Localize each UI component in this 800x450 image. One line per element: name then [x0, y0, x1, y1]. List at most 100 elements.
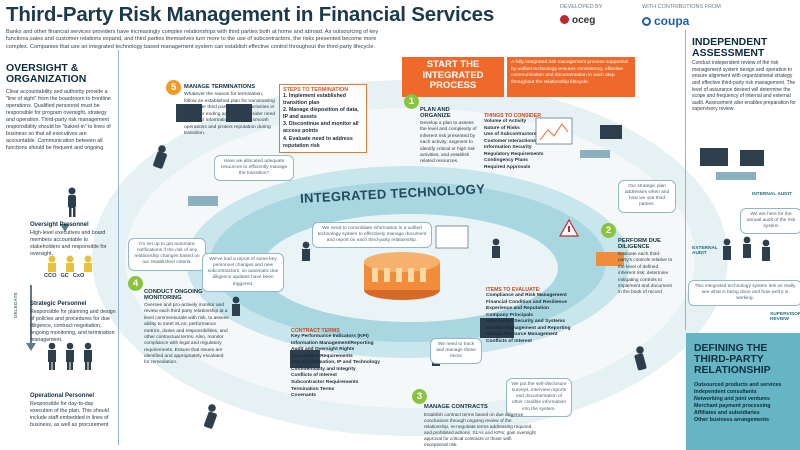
oversight-heading-line1: OVERSIGHT & — [6, 62, 79, 74]
badge-cxo: CxO — [72, 273, 85, 279]
page-title: Third-Party Risk Management in Financial… — [6, 3, 495, 26]
oversight-personnel-title: Oversight Personnel — [30, 222, 89, 228]
speech-bubble-strategic-plan: Our strategic plan addresses when and ho… — [618, 180, 676, 213]
step-1-body: Develop a plan to assess the level and c… — [420, 121, 477, 165]
step-4-body: Oversee and pro-actively monitor and rev… — [144, 303, 229, 366]
coupa-logo: coupa — [642, 14, 689, 28]
termination-steps-box: STEPS TO TERMINATION 1. Implement establ… — [279, 84, 367, 153]
oversight-body: Clear accountability and authority provi… — [6, 89, 111, 152]
step-2-title: PERFORM DUE DILIGENCE — [618, 238, 661, 251]
step-2-number: 2 — [601, 223, 616, 238]
step-4-number: 4 — [128, 276, 143, 291]
evaluate-item: Incident Management and Reporting — [486, 325, 571, 331]
contract-term: Use of Information, IP and Technology — [291, 360, 380, 366]
evaluate-item: Financial Condition and Resilience — [486, 299, 567, 305]
oversight-heading-line2: ORGANIZATION — [6, 73, 87, 86]
strategic-personnel-title: Strategic Personnel — [30, 301, 87, 307]
coupa-logo-text: coupa — [654, 14, 690, 28]
contract-term: Audit and Oversight Rights — [291, 347, 355, 353]
termination-step: 3. Discontinue and monitor all access po… — [283, 121, 359, 135]
step-2-body: Evaluate each third-party's controls rel… — [618, 252, 673, 296]
contract-term: Compliance Requirements — [291, 353, 353, 359]
defining-relationship-heading: DEFINING THE THIRD-PARTY RELATIONSHIP — [686, 333, 800, 377]
step-5-body: Whatever the reason for termination, fol… — [184, 92, 276, 137]
operational-personnel-body: Responsible for day-to-day execution of … — [30, 401, 109, 429]
consider-item: Volume of Activity — [484, 119, 527, 124]
termination-step: 2. Manage disposition of data, IP and as… — [283, 107, 359, 121]
independent-assessment-heading: INDEPENDENT ASSESSMENT — [692, 36, 768, 59]
defining-heading-line2: THIRD-PARTY — [694, 353, 764, 365]
speech-bubble-consolidate: We need to consolidate information in a … — [312, 222, 432, 249]
coupa-logo-icon — [642, 17, 651, 26]
developed-by-label: DEVELOPED BY — [560, 4, 603, 10]
contract-term: Conflicts of Interest — [291, 373, 337, 379]
step-4-title: CONDUCT ONGOING MONITORING — [144, 289, 203, 302]
contract-term: Termination Terms — [291, 386, 335, 392]
oceg-logo-icon — [560, 15, 569, 24]
speech-bubble-transition: Have we allocated adequate resources to … — [214, 155, 294, 182]
supervisory-review-label: SUPERVISORY REVIEW — [770, 312, 800, 322]
relationship-type: Outsourced products and services — [694, 381, 782, 388]
evaluate-title: ITEMS TO EVALUATE: — [486, 287, 541, 293]
oversight-personnel-body: High-level executives and board members … — [30, 230, 107, 258]
contract-terms-title: CONTRACT TERMS — [291, 328, 340, 334]
step-3-body: Establish contract terms based on due di… — [424, 412, 536, 447]
evaluate-item: Human Resource Management — [486, 332, 558, 338]
termination-step: 4. Evaluate need to address reputation r… — [283, 135, 353, 149]
contract-terms-box: CONTRACT TERMS Key Performance Indicator… — [291, 328, 401, 400]
consider-item: Required Approvals — [484, 164, 531, 170]
consider-item: Information Security — [484, 145, 532, 151]
speech-bubble-notifications: I'm set up to get automatic notification… — [128, 238, 206, 271]
consider-item: Regulatory Requirements — [484, 151, 544, 157]
step-5-number: 5 — [166, 80, 181, 95]
oceg-logo: oceg — [560, 15, 595, 26]
independent-assessment-line1: INDEPENDENT — [692, 36, 768, 48]
operational-personnel-title: Operational Personnel — [30, 393, 95, 399]
termination-step: 1. Implement established transition plan — [283, 93, 346, 107]
relationship-types-list: Outsourced products and services Indepen… — [686, 382, 800, 425]
termination-steps-list: 1. Implement established transition plan… — [283, 93, 363, 150]
relationship-type: Merchant payment processing — [694, 403, 771, 410]
step-1-number: 1 — [404, 94, 419, 109]
relationship-type: Affiliates and subsidiaries — [694, 410, 760, 417]
contract-term: Subcontractor Requirements — [291, 379, 359, 385]
exec-badges: CCO GC CxO — [44, 273, 84, 280]
defining-heading-line1: DEFINING THE — [694, 343, 768, 354]
external-audit-label: EXTERNAL AUDIT — [692, 246, 718, 256]
contract-term: Information Management/Reporting — [291, 340, 374, 346]
evaluate-item: Experience and Reputation — [486, 306, 550, 312]
start-banner-text: A fully integrated risk management proce… — [507, 57, 635, 97]
contributions-label: WITH CONTRIBUTIONS FROM — [642, 4, 721, 10]
step-5-title: MANAGE TERMINATIONS — [184, 84, 256, 90]
badge-gc: GC — [60, 273, 69, 279]
intro-text: Banks and other financial services provi… — [6, 29, 379, 50]
consider-box: THINGS TO CONSIDER Volume of Activity Na… — [484, 113, 556, 172]
badge-cco: CCO — [44, 273, 57, 279]
consider-item: Use of Subcontractors — [484, 132, 537, 138]
evaluate-item: Company Principals — [486, 312, 534, 318]
evaluate-list: Compliance and Risk Management Financial… — [486, 293, 604, 346]
speech-bubble-self-disclosure: We put the self-disclosure surveys, inte… — [506, 378, 572, 417]
contract-terms-list: Key Performance Indicators (KPI) Informa… — [291, 334, 401, 400]
consider-item: Nature of Risks — [484, 125, 520, 131]
consider-item: Customer Interactions — [484, 138, 536, 144]
evaluate-box: ITEMS TO EVALUATE: Compliance and Risk M… — [486, 287, 604, 346]
defining-relationship-panel: DEFINING THE THIRD-PARTY RELATIONSHIP Ou… — [686, 333, 800, 450]
evaluate-item: Information Security and Systems — [486, 319, 566, 325]
step-3-number: 3 — [412, 389, 427, 404]
relationship-type: Independent consultants — [694, 388, 757, 395]
defining-heading-line3: RELATIONSHIP — [694, 364, 771, 376]
speech-bubble-supervisory: This integrated technology system lets u… — [688, 280, 800, 307]
start-banner: START THE INTEGRATED PROCESS — [402, 57, 504, 97]
delegate-label: DELEGATE — [14, 292, 19, 318]
termination-steps-title: STEPS TO TERMINATION — [283, 87, 349, 93]
independent-assessment-body: Conduct independent review of the risk m… — [692, 60, 796, 113]
step-1-title: PLAN AND ORGANIZE — [420, 107, 451, 120]
consider-list: Volume of Activity Nature of Risks Use o… — [484, 119, 556, 172]
contract-term: Covenants — [291, 393, 317, 399]
oversight-heading: OVERSIGHT & ORGANIZATION — [6, 62, 87, 86]
relationship-type: Other business arrangements — [694, 417, 770, 424]
speech-bubble-annual-audit: We are here for the annual audit of the … — [740, 208, 800, 235]
consider-title: THINGS TO CONSIDER — [484, 113, 541, 119]
evaluate-item: Conflicts of Interest — [486, 338, 532, 344]
